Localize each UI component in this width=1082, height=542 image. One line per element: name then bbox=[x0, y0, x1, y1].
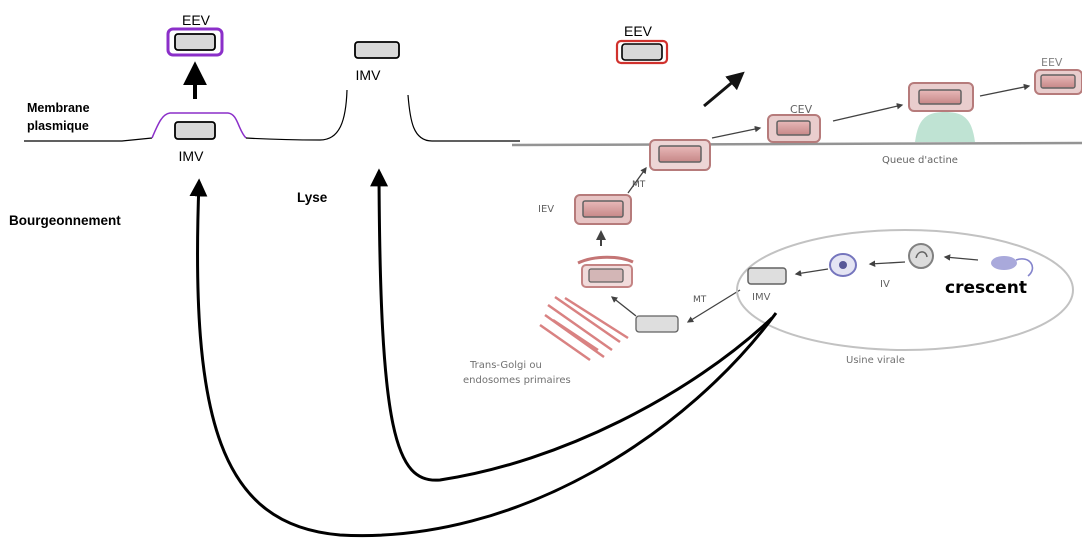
lyse-curved-arrow bbox=[370, 168, 774, 482]
membrane-label-2: plasmique bbox=[27, 119, 89, 133]
bourgeonnement-label: Bourgeonnement bbox=[9, 213, 121, 228]
golgi-label-1: Trans-Golgi ou bbox=[469, 360, 542, 371]
membrane-line-left bbox=[24, 137, 153, 142]
eev-label-top: EEV bbox=[182, 12, 211, 28]
imv-label-lyse: IMV bbox=[356, 67, 382, 83]
usine-label: Usine virale bbox=[846, 355, 905, 366]
eev-core-right bbox=[621, 43, 663, 61]
eev-core-top bbox=[174, 33, 216, 51]
iev-label: IEV bbox=[538, 204, 554, 215]
iv-label: IV bbox=[880, 279, 890, 290]
eev-envelope-purple bbox=[166, 27, 224, 57]
membrane-line-right bbox=[407, 94, 520, 142]
lyse-label: Lyse bbox=[297, 190, 328, 205]
imv-fig-label: IMV bbox=[752, 292, 771, 303]
membrane-budding-purple bbox=[151, 112, 247, 139]
imv-label-bottom: IMV bbox=[179, 148, 205, 164]
mt-upper-label: MT bbox=[632, 180, 646, 190]
bourgeonnement-curved-arrow bbox=[189, 178, 778, 538]
eev-label-right: EEV bbox=[624, 23, 653, 39]
eev-envelope-red bbox=[615, 39, 669, 65]
membrane-label-1: Membrane bbox=[27, 101, 90, 115]
cev-label: CEV bbox=[790, 103, 813, 116]
golgi-label-2: endosomes primaires bbox=[463, 375, 571, 386]
mt-lower-label: MT bbox=[693, 295, 707, 305]
queue-label: Queue d'actine bbox=[882, 155, 958, 166]
imv-lyse bbox=[354, 41, 400, 59]
morphogenesis-illustration: CEV Queue d'actine EEV MT IEV bbox=[463, 56, 1082, 386]
eev-far-label: EEV bbox=[1041, 56, 1063, 69]
imv-budding bbox=[174, 121, 216, 140]
crescent-label: crescent bbox=[945, 278, 1027, 298]
membrane-line-middle bbox=[245, 89, 348, 141]
